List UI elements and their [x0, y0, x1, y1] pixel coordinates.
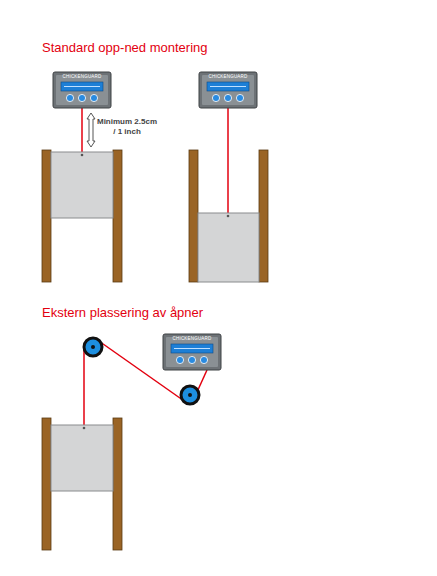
section-heading: Standard opp-ned montering	[42, 40, 208, 56]
brand-label: CHICKENGUARD	[53, 74, 111, 80]
brand-label: CHICKENGUARD	[199, 74, 257, 80]
distance-arrow	[87, 113, 95, 147]
section-heading: Ekstern plassering av åpner	[42, 305, 203, 321]
brand-label: CHICKENGUARD	[163, 336, 221, 342]
dimension-label: Minimum 2.5cm / 1 inch	[95, 117, 159, 137]
